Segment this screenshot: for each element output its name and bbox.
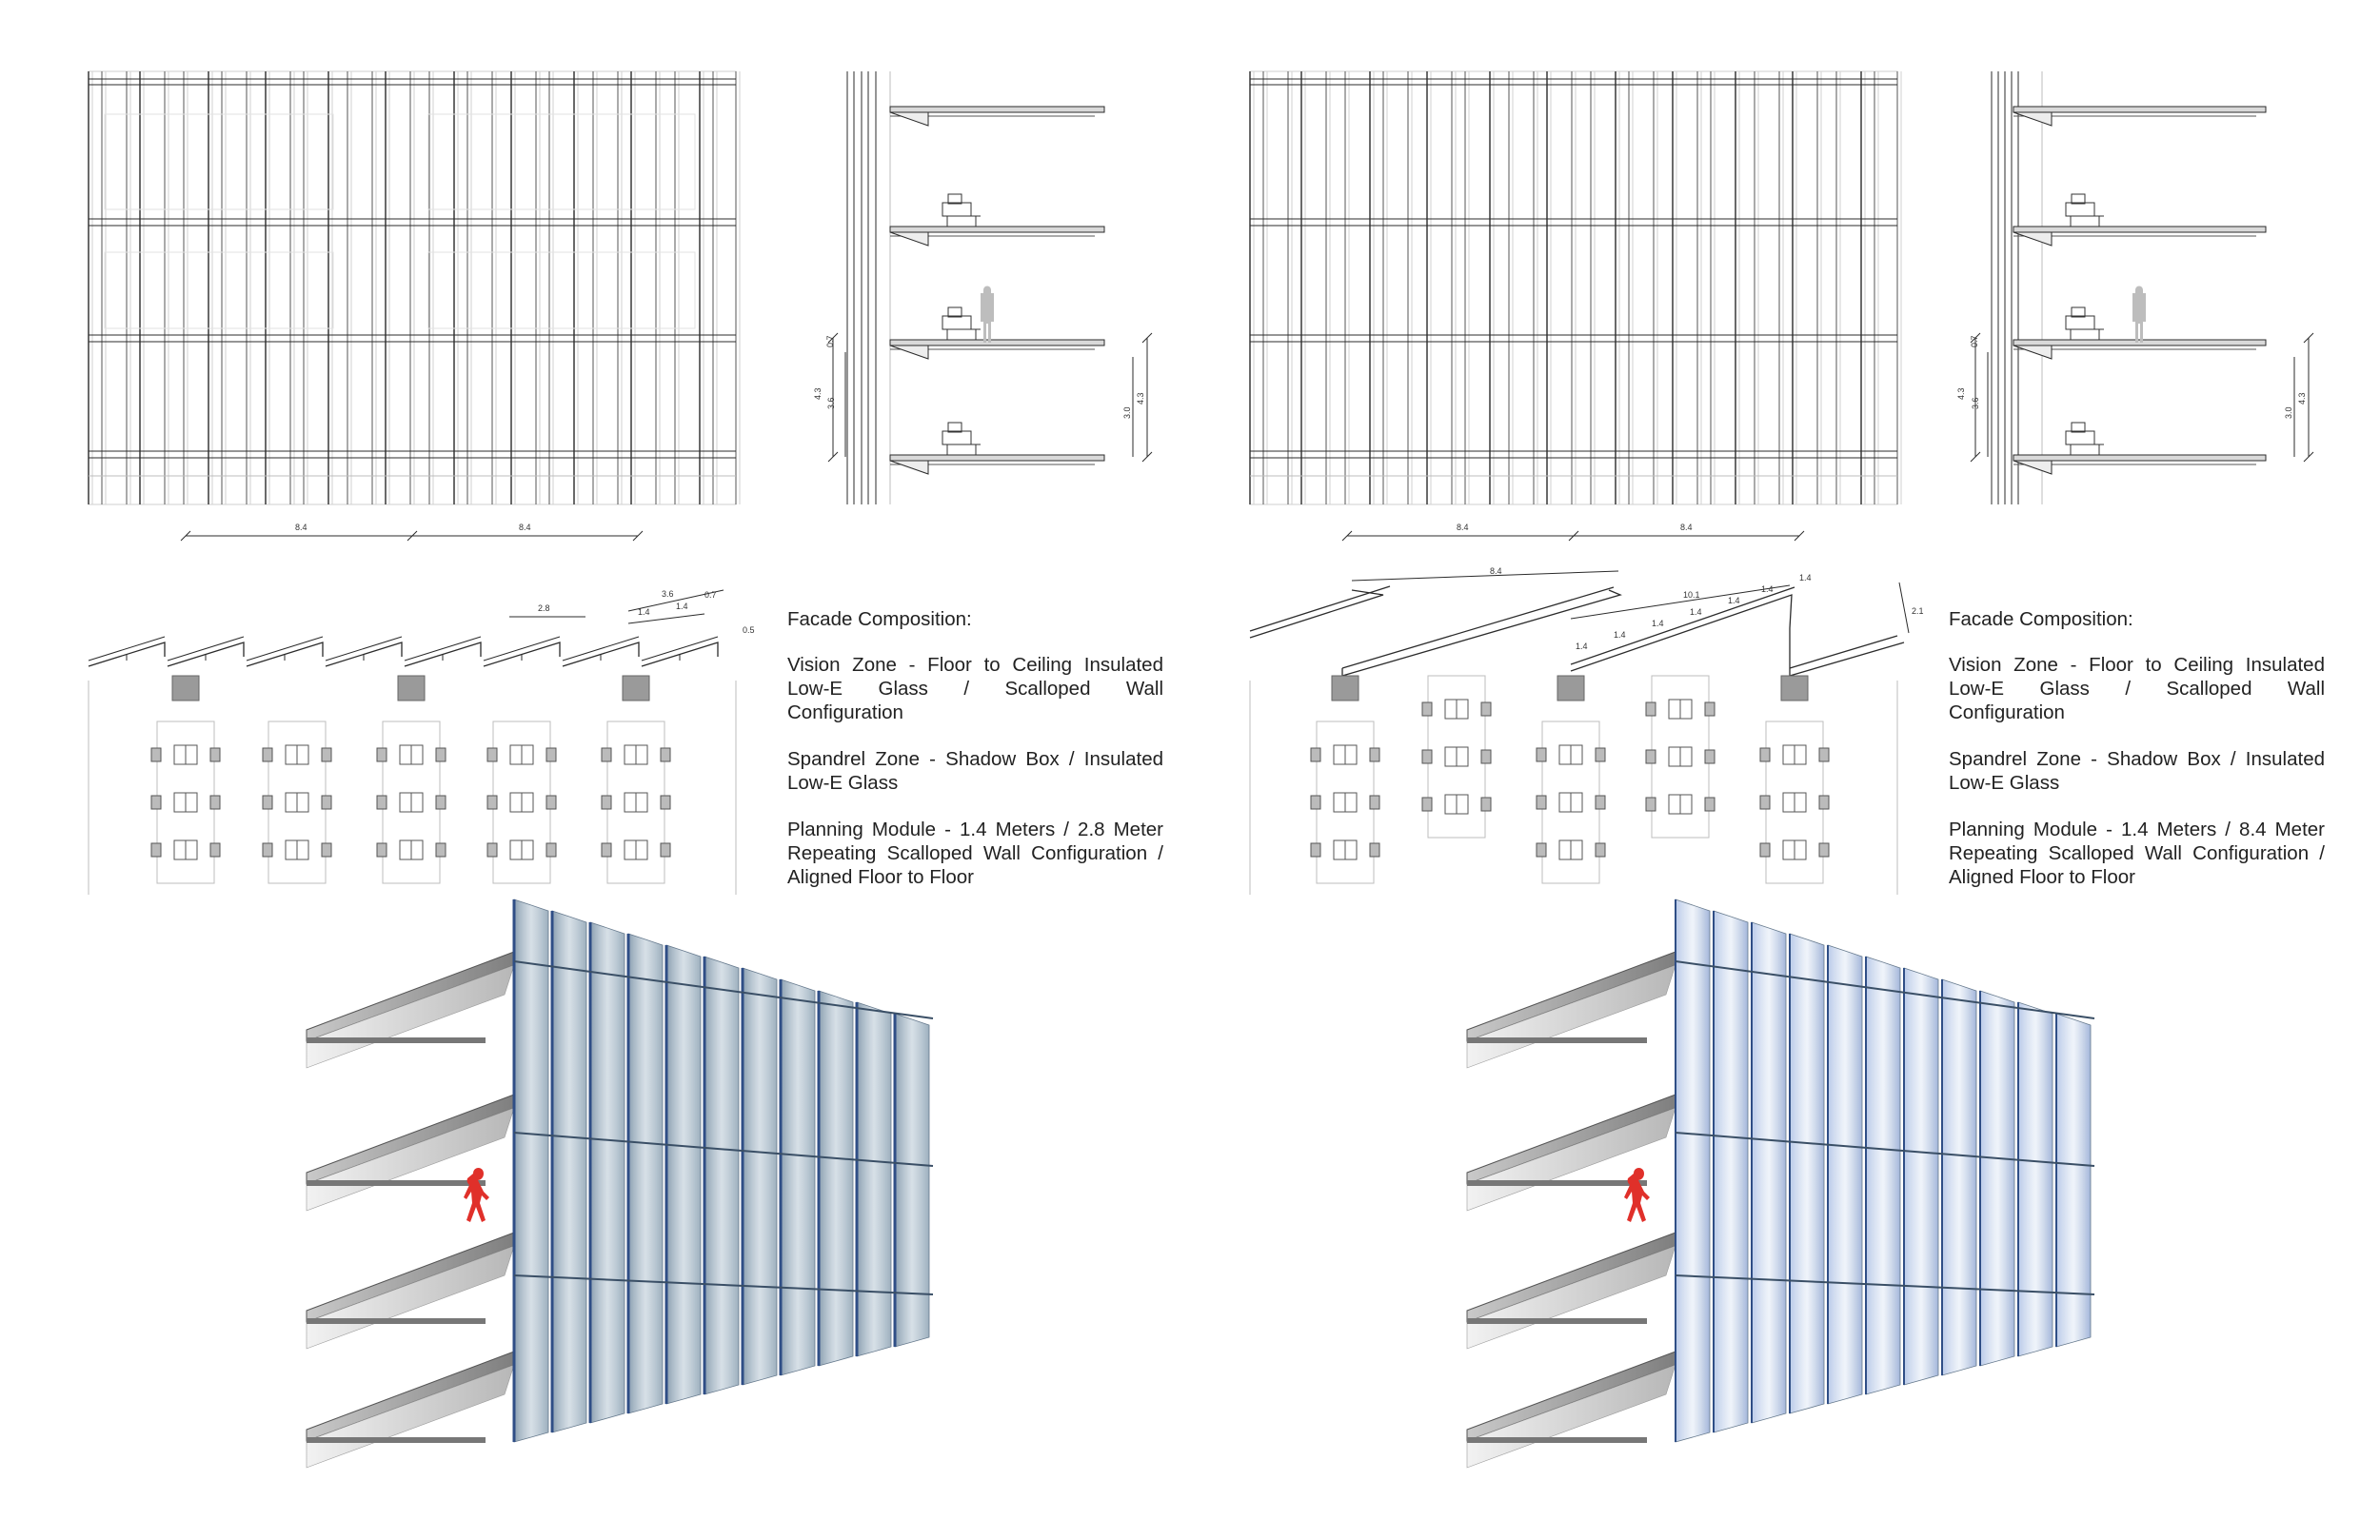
right-facade-description: Facade Composition: Vision Zone - Floor … [1949, 607, 2325, 912]
plan-dim-1-4b: 1.4 [676, 602, 688, 611]
left-plan: 2.8 3.6 1.4 1.4 0.7 0.5 [88, 589, 755, 895]
elevation-dim-2: 8.4 [519, 523, 531, 532]
section-dim-3-0: 3.0 [1122, 406, 1132, 419]
plan-dim-0-7: 0.7 [704, 590, 717, 600]
left-elevation: 8.4 8.4 [88, 70, 741, 542]
right-plan: 8.4 10.1 1.4 1.4 1.4 1.4 1.4 1.4 1.4 2.1 [1249, 566, 1924, 895]
plan-scalloped-wall [1249, 585, 1905, 677]
section-person-figure [981, 286, 994, 343]
plan-dim-1-4c: 1.4 [1652, 619, 1664, 628]
section-dim-3-6: 3.6 [1971, 397, 1980, 409]
section-dim-4-3b: 4.3 [1136, 392, 1145, 405]
plan-dim-1-4g: 1.4 [1799, 573, 1812, 582]
elevation-dim-1: 8.4 [1457, 523, 1469, 532]
plan-dim-1-4f: 1.4 [1761, 584, 1774, 594]
section-dim-4-3: 4.3 [813, 387, 823, 400]
section-dim-4-3: 4.3 [1956, 387, 1966, 400]
left-facade-description: Facade Composition: Vision Zone - Floor … [787, 607, 1163, 912]
plan-dim-8-4: 8.4 [1490, 566, 1502, 576]
right-axonometric [1466, 898, 2095, 1469]
plan-dim-3-6: 3.6 [662, 589, 674, 599]
section-dim-3-0: 3.0 [2284, 406, 2293, 419]
description-heading: Facade Composition: [787, 608, 972, 630]
right-section: 0.7 4.3 3.6 3.0 4.3 [1956, 71, 2314, 504]
section-dim-3-6: 3.6 [826, 397, 836, 409]
plan-workstations [150, 675, 671, 884]
axon-glass-fins [512, 898, 934, 1443]
section-dim-0-7: 0.7 [1970, 335, 1979, 347]
walking-person-figure [1624, 1168, 1650, 1222]
plan-dim-1-4e: 1.4 [1728, 596, 1740, 605]
left-section: 0.7 4.3 3.6 3.0 4.3 [813, 71, 1153, 504]
section-dim-0-7: 0.7 [825, 335, 835, 347]
plan-dim-1-4a: 1.4 [1576, 642, 1588, 651]
vision-zone-text: Vision Zone - Floor to Ceiling Insulated… [787, 654, 1163, 723]
planning-module-text: Planning Module - 1.4 Meters / 8.4 Meter… [1949, 819, 2325, 888]
spandrel-zone-text: Spandrel Zone - Shadow Box / Insulated L… [787, 748, 1163, 794]
axon-glass-fins [1675, 898, 2095, 1443]
vision-zone-text: Vision Zone - Floor to Ceiling Insulated… [1949, 654, 2325, 723]
walking-person-figure [464, 1168, 489, 1222]
plan-dim-1-4a: 1.4 [638, 607, 650, 617]
plan-dim-10-1: 10.1 [1683, 590, 1700, 600]
section-dim-4-3b: 4.3 [2297, 392, 2307, 405]
planning-module-text: Planning Module - 1.4 Meters / 2.8 Meter… [787, 819, 1163, 888]
description-heading: Facade Composition: [1949, 608, 2133, 630]
section-person-figure [2132, 286, 2146, 343]
right-elevation: 8.4 8.4 [1249, 70, 1902, 542]
left-axonometric [306, 898, 934, 1469]
plan-dim-0-5: 0.5 [743, 625, 755, 635]
plan-scalloped-wall [88, 636, 719, 667]
elevation-dim-1: 8.4 [295, 523, 307, 532]
elevation-mullions [88, 71, 741, 504]
section-slabs [889, 106, 1105, 475]
plan-dim-1-4d: 1.4 [1690, 607, 1702, 617]
spandrel-zone-text: Spandrel Zone - Shadow Box / Insulated L… [1949, 748, 2325, 794]
plan-dim-2-1: 2.1 [1912, 606, 1924, 616]
plan-dim-2-8: 2.8 [538, 603, 550, 613]
plan-dim-1-4b: 1.4 [1614, 630, 1626, 640]
elevation-dim-2: 8.4 [1680, 523, 1693, 532]
